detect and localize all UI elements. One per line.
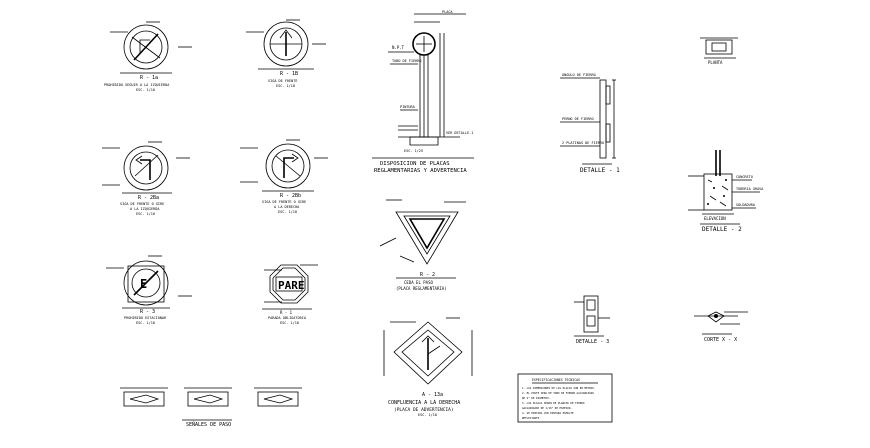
r1b-code: R - 1B: [280, 71, 298, 77]
planta-title: PLANTA: [708, 60, 723, 65]
a13-name2: (PLACA DE ADVERTENCIA): [394, 407, 454, 413]
post-level: N.P.T: [392, 45, 405, 50]
sign-r3: E R - 3 PROHIBIDO ESTACIONAR ESC. 1/10: [106, 255, 192, 325]
ceda-code: R - 2: [420, 272, 435, 278]
r2bb-name2: A LA DERECHA: [274, 205, 300, 209]
r2bb-scale: ESC. 1/10: [278, 210, 297, 214]
d2-elev: ELEVACION: [704, 216, 726, 221]
corte-title: CORTE X - X: [704, 337, 737, 343]
ceda-name2: (PLACA REGLAMENTARIA): [396, 286, 447, 291]
arrows-title: SEÑALES DE PASO: [186, 421, 231, 428]
a13-scale: ESC. 1/10: [418, 413, 437, 417]
post-paint-label: PINTURA: [400, 105, 416, 109]
r1a-code: R - 1a: [140, 75, 158, 81]
notes-box: ESPECIFICACIONES TECNICAS 1. LAS DIMENSI…: [517, 373, 613, 423]
post-assembly: PLACA N.P.T TUBO DE FIERRO PINTURA VER D…: [372, 10, 474, 174]
notes-line-0: 1. LAS DIMENSIONES DE LAS PLACAS SON EN …: [522, 386, 595, 390]
notes-line-5: 4. SE PINTARA CON PINTURA ESMALTE: [522, 411, 574, 415]
footing-hatch: [707, 179, 729, 207]
d2-label-2: SOLDADURA: [736, 203, 756, 207]
sign-r1b: R - 1B SIGA DE FRENTE ESC. 1/10: [246, 19, 326, 88]
notes-line-1: 2. EL POSTE SERA DE TUBO DE FIERRO GALVA…: [522, 391, 594, 395]
r1b-name: SIGA DE FRENTE: [268, 79, 298, 83]
post-base-label: VER DETALLE-1: [446, 131, 473, 135]
arrow-plates: SEÑALES DE PASO: [120, 387, 302, 428]
d2-label-0: CONCRETO: [736, 175, 753, 179]
d1-label-0: ANGULO DE FIERRO: [562, 73, 596, 77]
stop-name: PARADA OBLIGATORIA: [268, 316, 307, 320]
r2bb-name: SIGA DE FRENTE O GIRE: [262, 200, 306, 204]
ceda-name: CEDA EL PASO: [404, 280, 433, 285]
r1b-scale: ESC. 1/10: [276, 84, 295, 88]
d1-label-1: PERNO DE FIERRO: [562, 117, 594, 121]
r3-e-glyph: E: [140, 277, 147, 291]
r2bb-code: R - 2Bb: [280, 193, 301, 199]
a13-code: A - 13a: [422, 392, 443, 398]
r2ba-name: SIGA DE FRENTE O GIRE: [120, 202, 164, 206]
notes-title: ESPECIFICACIONES TECNICAS: [532, 378, 580, 382]
d3-title: DETALLE - 3: [576, 339, 609, 345]
sign-stop: PARE R - 1 PARADA OBLIGATORIA ESC. 1/10: [262, 264, 318, 325]
post-title2: REGLAMENTARIAS Y ADVERTENCIA: [374, 168, 467, 174]
post-top-label: PLACA: [442, 10, 453, 14]
stop-scale: ESC. 1/10: [280, 321, 299, 325]
d1-title: DETALLE - 1: [580, 167, 620, 174]
d2-title: DETALLE - 2: [702, 226, 742, 233]
planta: PLANTA: [700, 37, 738, 65]
notes-line-3: 3. LAS PLACAS SERAN DE PLANCHA DE FIERRO: [522, 401, 585, 405]
r3-name: PROHIBIDO ESTACIONAR: [124, 316, 167, 320]
post-title: DISPOSICION DE PLACAS: [380, 161, 450, 167]
sign-r1a: R - 1a PROHIBIDO SEGUIR A LA IZQUIERDA E…: [104, 21, 192, 92]
r1a-name: PROHIBIDO SEGUIR A LA IZQUIERDA: [104, 83, 170, 87]
detalle-1: ANGULO DE FIERRO PERNO DE FIERRO 2 PLATI…: [560, 73, 620, 174]
stop-code: R - 1: [280, 310, 293, 315]
sign-r2bb: R - 2Bb SIGA DE FRENTE O GIRE A LA DEREC…: [240, 139, 328, 214]
a13-name: CONFLUENCIA A LA DERECHA: [388, 400, 460, 406]
r2ba-name2: A LA IZQUIERDA: [130, 207, 160, 211]
r2ba-code: R - 2Ba: [138, 195, 159, 201]
post-scale: ESC. 1/25: [404, 149, 423, 153]
detalle-2: CONCRETO TUBERIA GRAVA SOLDADURA ELEVACI…: [688, 150, 764, 233]
sign-r2ba: R - 2Ba SIGA DE FRENTE O GIRE A LA IZQUI…: [102, 141, 190, 216]
d1-label-2: 2 PLATINAS DE FIERRO: [562, 141, 604, 145]
stop-word: PARE: [278, 279, 305, 292]
notes-line-2: DE 2" DE DIAMETRO.: [522, 396, 550, 400]
post-pipe-label: TUBO DE FIERRO: [392, 59, 422, 63]
detalle-3: DETALLE - 3: [574, 295, 610, 345]
r3-scale: ESC. 1/10: [136, 321, 155, 325]
sign-ceda: R - 2 CEDA EL PASO (PLACA REGLAMENTARIA): [379, 199, 466, 291]
corte-xx: CORTE X - X: [694, 311, 748, 343]
r3-code: R - 3: [140, 309, 155, 315]
d2-label-1: TUBERIA GRAVA: [736, 187, 764, 191]
notes-line-4: GALVANIZADO DE 1/16" DE ESPESOR.: [522, 406, 572, 410]
notes-line-6: REFLECTANTE.: [522, 416, 541, 420]
r1a-scale: ESC. 1/10: [136, 88, 155, 92]
r2ba-scale: ESC. 1/10: [136, 212, 155, 216]
sign-a13a: A - 13a CONFLUENCIA A LA DERECHA (PLACA …: [383, 317, 473, 417]
